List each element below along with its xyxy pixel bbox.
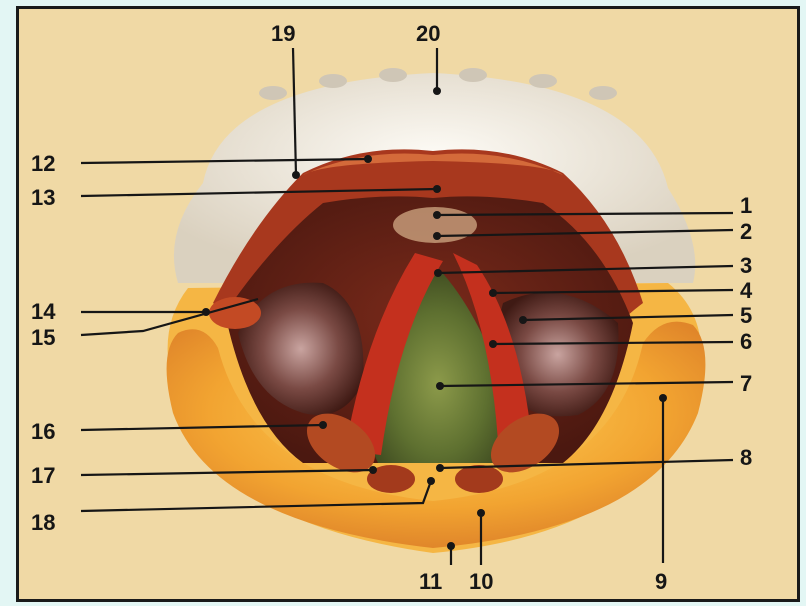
- label-11: 11: [419, 569, 442, 594]
- label-15: 15: [31, 325, 55, 350]
- label-10: 10: [469, 569, 493, 594]
- label-3: 3: [740, 253, 752, 278]
- label-19: 19: [271, 21, 295, 46]
- larynx-illustration: 1 2 3 4 5 6 7 8 9 10 11 12 13 14 15 16 1…: [19, 9, 800, 602]
- label-18: 18: [31, 510, 55, 535]
- label-8: 8: [740, 445, 752, 470]
- label-7: 7: [740, 371, 752, 396]
- label-1: 1: [740, 193, 752, 218]
- label-20: 20: [416, 21, 440, 46]
- label-5: 5: [740, 303, 752, 328]
- label-9: 9: [655, 569, 667, 594]
- right-corniculate: [455, 465, 503, 493]
- diagram-frame: 1 2 3 4 5 6 7 8 9 10 11 12 13 14 15 16 1…: [16, 6, 800, 602]
- label-14: 14: [31, 299, 56, 324]
- left-aryepiglottic-end: [209, 297, 261, 329]
- label-16: 16: [31, 419, 55, 444]
- label-6: 6: [740, 329, 752, 354]
- label-12: 12: [31, 151, 55, 176]
- label-13: 13: [31, 185, 55, 210]
- label-2: 2: [740, 219, 752, 244]
- label-17: 17: [31, 463, 55, 488]
- label-4: 4: [740, 278, 753, 303]
